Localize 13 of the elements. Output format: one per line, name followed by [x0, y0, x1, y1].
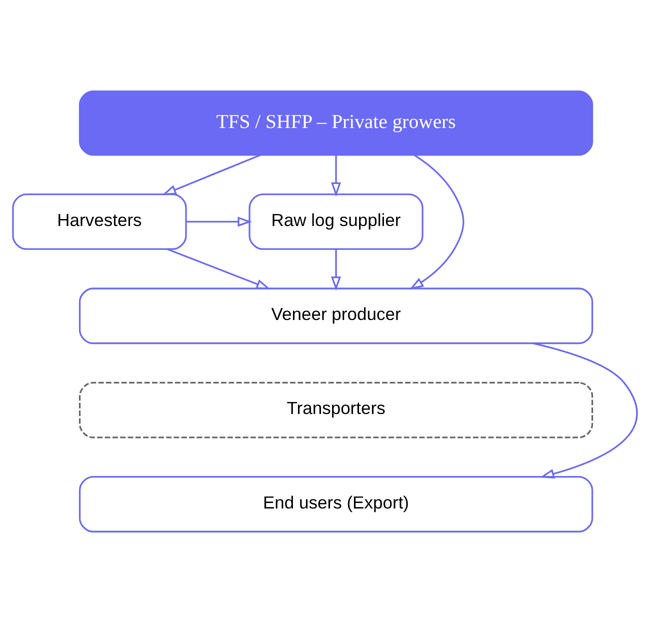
node-box: Veneer producer [78, 288, 594, 344]
node-box: TFS / SHFP – Private growers [78, 90, 594, 156]
arrow [162, 154, 261, 196]
arrow [186, 216, 252, 227]
arrow [409, 154, 464, 290]
arrow [331, 249, 342, 291]
node-box: End users (Export) [78, 476, 594, 532]
arrow [166, 248, 271, 290]
node-box: Transporters [78, 382, 594, 438]
arrow [532, 342, 638, 479]
node-box: Raw log supplier [248, 194, 424, 250]
arrow [331, 155, 342, 197]
node-box: Harvesters [12, 194, 187, 250]
